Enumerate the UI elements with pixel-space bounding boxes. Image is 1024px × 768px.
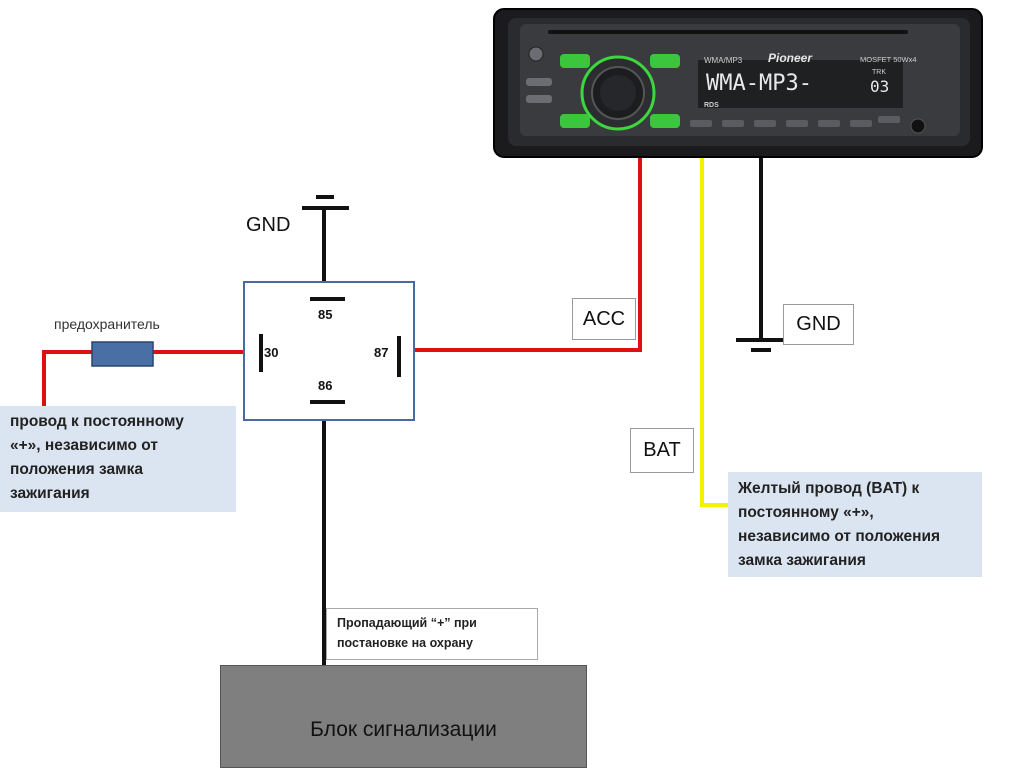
disappearing-plus-note-line: постановке на охрану — [337, 636, 473, 650]
pin-85-label: 85 — [318, 307, 333, 322]
bat-note-line: Желтый провод (BAT) к — [738, 480, 920, 497]
relay-ground-symbol — [302, 195, 349, 210]
radio-band-button — [526, 78, 552, 86]
pin-86-label: 86 — [318, 378, 333, 393]
radio-rds-text: RDS — [704, 102, 719, 109]
bat-note: Желтый провод (BAT) к постоянному «+», н… — [728, 472, 982, 577]
bat-note-line: независимо от положения — [738, 528, 941, 545]
wire-acc — [414, 156, 642, 352]
constant-plus-note-line: провод к постоянному — [10, 413, 184, 430]
relay — [243, 281, 415, 421]
constant-plus-note-line: «+», независимо от — [10, 437, 158, 454]
acc-label: ACC — [572, 298, 636, 340]
radio-green-button-tl — [560, 54, 590, 68]
radio-power-text: MOSFET 50Wx4 — [860, 55, 917, 64]
radio-track-label: TRK — [872, 69, 886, 76]
radio-eject-button — [528, 46, 544, 62]
wire-bat — [700, 156, 730, 507]
disappearing-plus-note-line: Пропадающий “+” при — [337, 616, 477, 630]
pin-87-label: 87 — [374, 345, 389, 360]
fuse — [91, 341, 154, 367]
pin-30-label: 30 — [264, 345, 279, 360]
disappearing-plus-note: Пропадающий “+” при постановке на охрану — [326, 608, 538, 660]
constant-plus-note-line: зажигания — [10, 485, 90, 502]
radio-aux-jack — [910, 118, 926, 134]
radio-src-button — [526, 95, 552, 103]
bat-label: BAT — [630, 428, 694, 473]
gnd-relay-label: GND — [246, 214, 291, 236]
radio-ground-symbol — [736, 338, 786, 352]
bat-note-line: постоянному «+», — [738, 504, 874, 521]
constant-plus-note-line: положения замка — [10, 461, 143, 478]
radio-brand-text: Pioneer — [768, 51, 813, 65]
radio-display-text: WMA-MP3- — [706, 71, 812, 96]
alarm-unit-block: Блок сигнализации — [220, 665, 587, 768]
constant-plus-note: провод к постоянному «+», независимо от … — [0, 406, 236, 512]
fuse-label: предохранитель — [54, 316, 160, 332]
radio-green-button-tr — [650, 54, 680, 68]
radio-green-button-br — [650, 114, 680, 128]
car-radio: WMA/MP3 Pioneer MOSFET 50Wx4 WMA-MP3- TR… — [493, 8, 983, 158]
radio-green-button-bl — [560, 114, 590, 128]
wire-constant-plus — [42, 350, 92, 408]
radio-track-number: 03 — [870, 77, 889, 96]
alarm-unit-label: Блок сигнализации — [310, 718, 497, 741]
gnd-radio-label: GND — [783, 304, 854, 345]
radio-display — [698, 60, 903, 108]
radio-format-text: WMA/MP3 — [704, 56, 743, 65]
wires — [42, 156, 763, 665]
bat-note-line: замка зажигания — [738, 552, 866, 569]
